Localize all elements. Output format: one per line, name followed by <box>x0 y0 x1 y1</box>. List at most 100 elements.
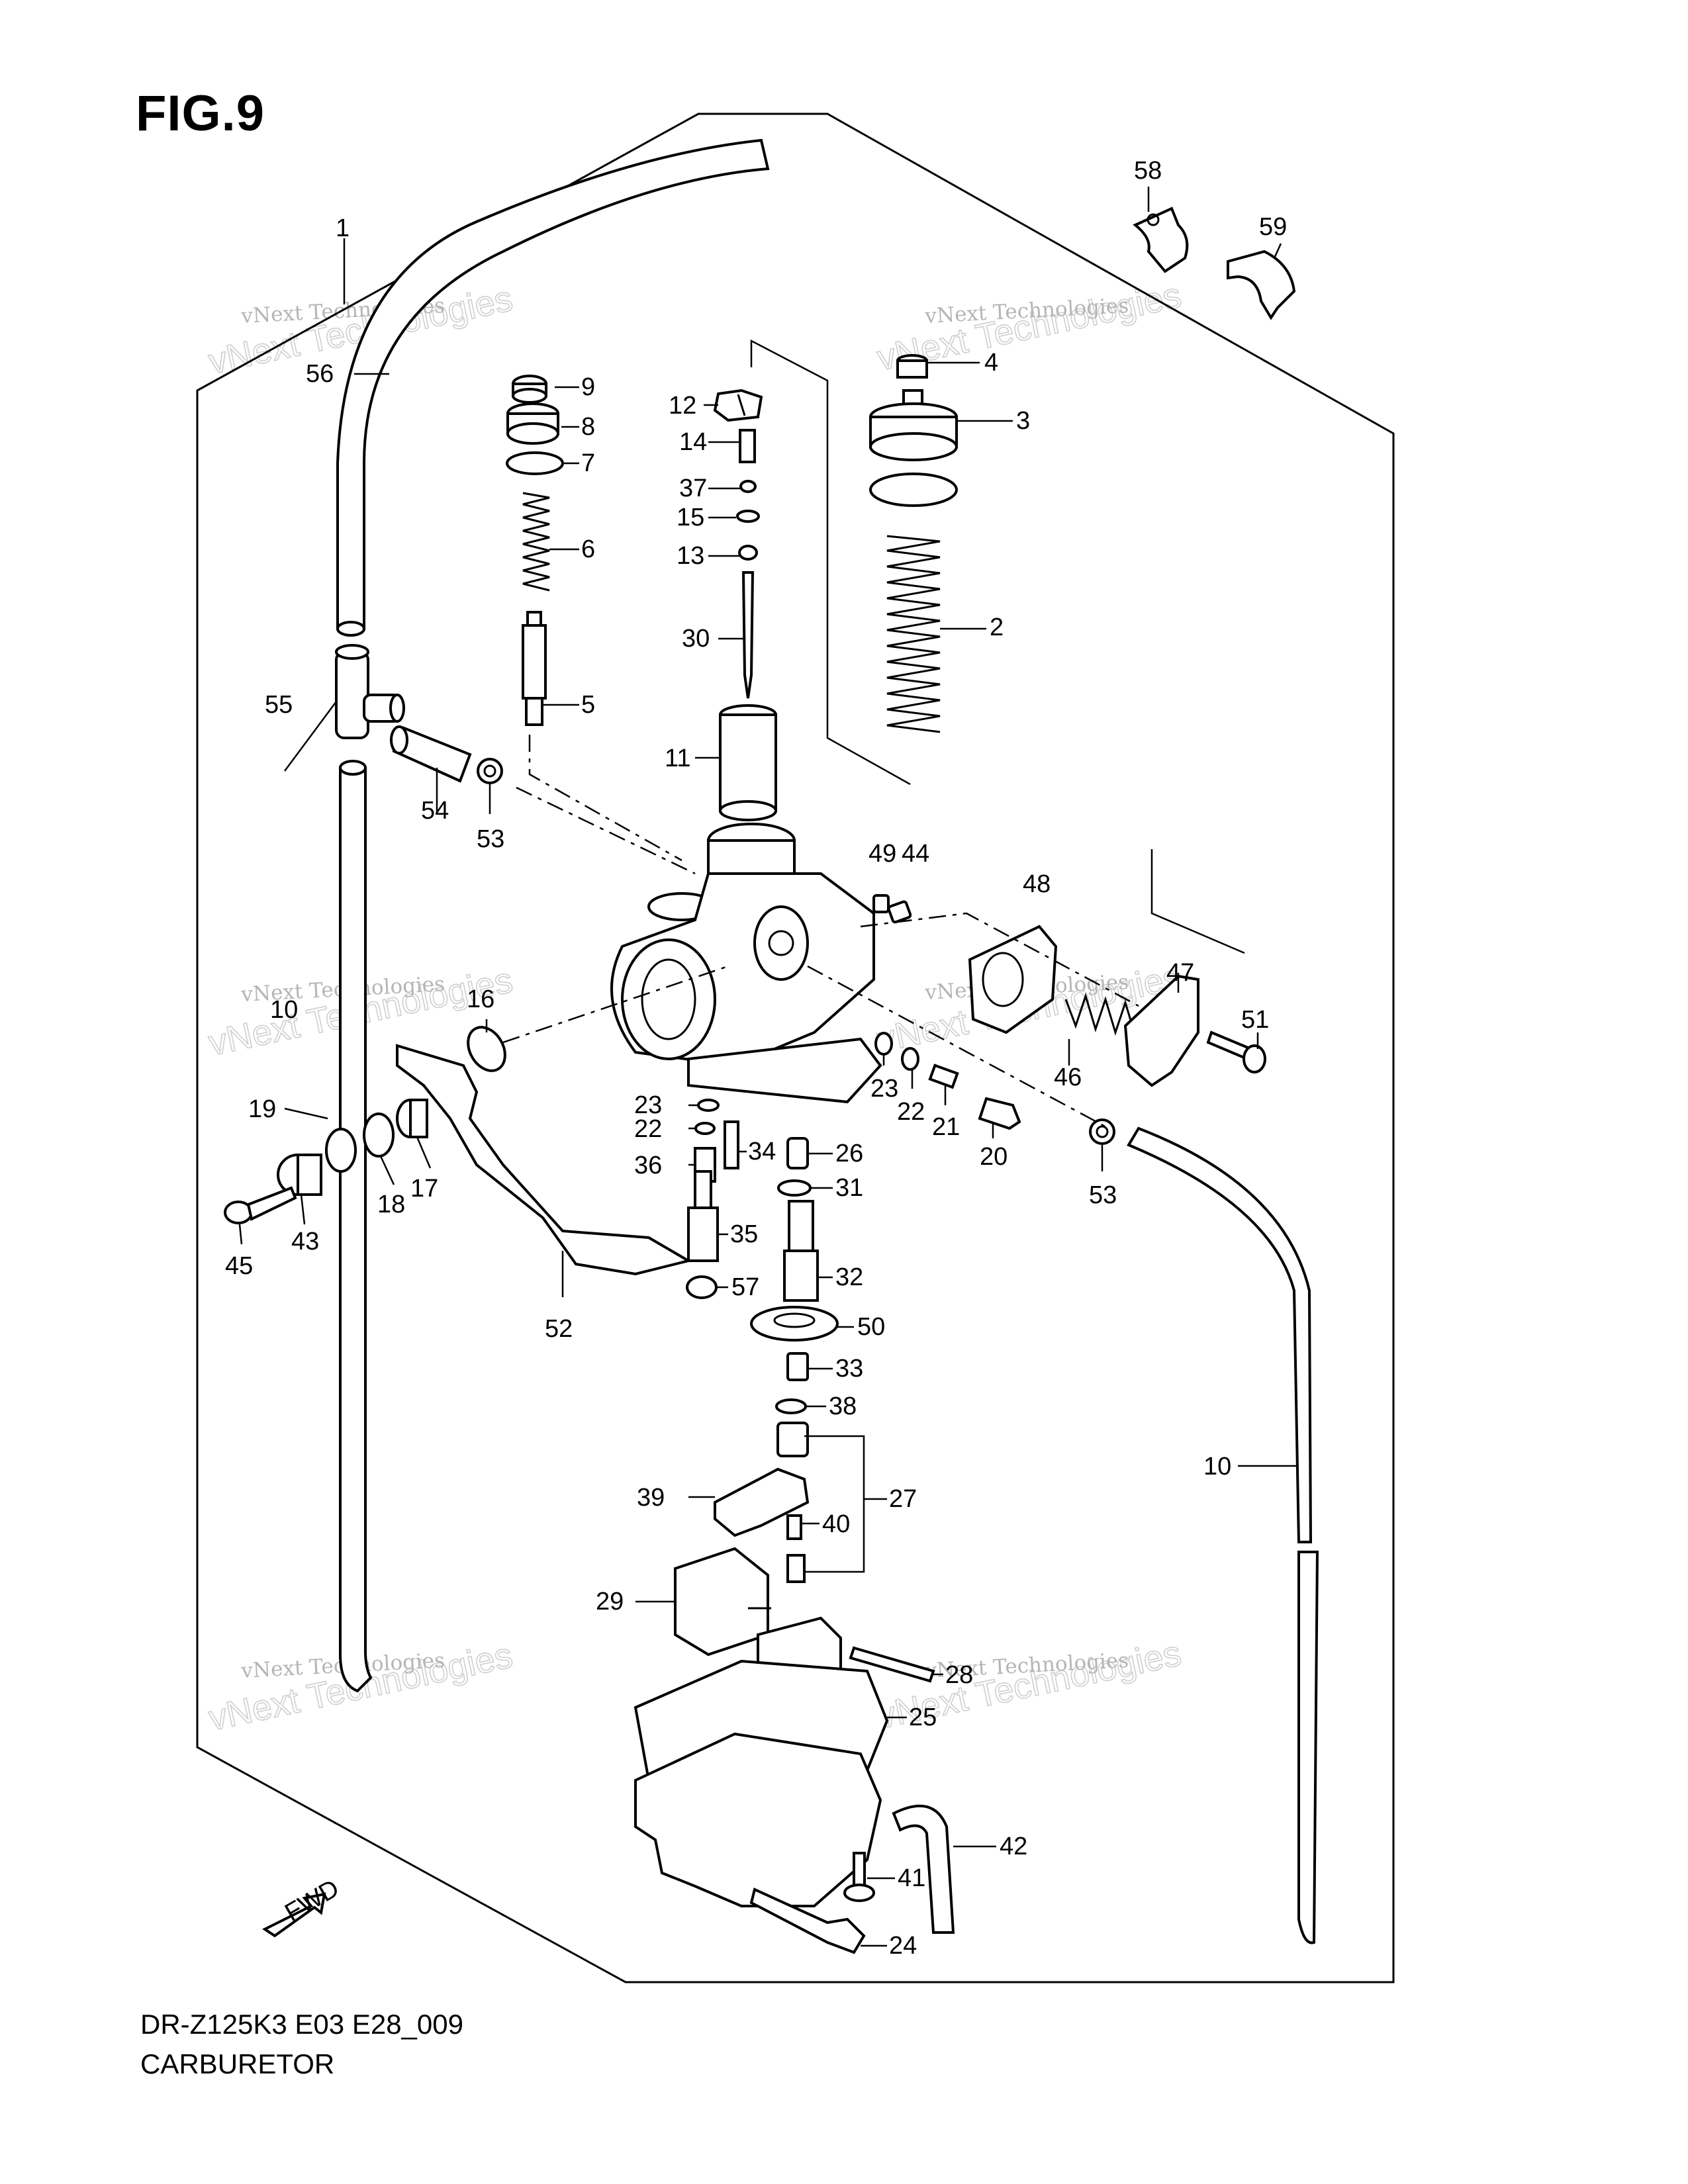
callout-55: 55 <box>265 691 293 719</box>
jet-needle-30 <box>741 571 755 699</box>
fwd-arrow-icon: FWD <box>262 1874 344 1938</box>
callout-10-right: 10 <box>1203 1453 1231 1480</box>
callout-58: 58 <box>1134 157 1162 185</box>
callout-23-left: 23 <box>634 1091 662 1119</box>
main-jet-33 <box>786 1352 809 1381</box>
callout-51: 51 <box>1241 1006 1269 1034</box>
o-ring-23-right <box>874 1032 893 1056</box>
bracket-27 <box>804 1435 865 1573</box>
screw-40 <box>786 1514 802 1540</box>
model-code: DR-Z125K3 E03 E28_009 <box>140 2009 463 2040</box>
callout-29: 29 <box>596 1588 624 1615</box>
o-ring-7 <box>506 451 564 475</box>
callout-6: 6 <box>581 535 595 563</box>
throttle-valve-11 <box>719 704 777 821</box>
pin-28 <box>849 1646 935 1683</box>
callout-16: 16 <box>467 985 494 1013</box>
callout-25: 25 <box>909 1704 937 1731</box>
throttle-stop-17 <box>396 1099 428 1138</box>
choke-nut-8 <box>506 402 559 445</box>
callout-17: 17 <box>410 1175 438 1203</box>
callout-15: 15 <box>677 504 704 531</box>
callout-1: 1 <box>336 214 350 242</box>
callout-2: 2 <box>990 614 1004 641</box>
alignment-line-5 <box>528 735 682 862</box>
clip-15 <box>736 510 760 523</box>
alignment-line-2 <box>502 965 729 1044</box>
needle-holder-12 <box>713 388 763 422</box>
callout-39: 39 <box>637 1484 665 1512</box>
callout-18: 18 <box>377 1191 405 1218</box>
diagram-frame <box>196 113 1395 1983</box>
clamp-59 <box>1227 250 1296 320</box>
short-hose-54 <box>390 725 472 783</box>
callout-57: 57 <box>731 1273 759 1301</box>
callout-31: 31 <box>835 1174 863 1202</box>
callout-14: 14 <box>679 428 707 456</box>
screw-44 <box>887 900 912 924</box>
callout-22-right: 22 <box>897 1098 925 1126</box>
washer-22-left <box>694 1122 716 1135</box>
callout-43: 43 <box>291 1228 319 1255</box>
callout-26: 26 <box>835 1140 863 1167</box>
needle-jet-32 <box>783 1200 819 1302</box>
washer-13 <box>738 545 758 561</box>
clamp-58 <box>1133 206 1189 273</box>
ring-19 <box>325 1128 357 1173</box>
choke-spring-6 <box>522 492 550 592</box>
clip-53-upper <box>477 758 503 784</box>
valve-26 <box>786 1137 809 1169</box>
washer-37 <box>739 480 757 493</box>
cap-43 <box>277 1154 322 1196</box>
float-valve-seat <box>776 1422 809 1457</box>
callout-46: 46 <box>1054 1064 1082 1091</box>
callout-42: 42 <box>1000 1833 1027 1860</box>
vent-hose-10-right <box>1127 1126 1319 1944</box>
callout-20: 20 <box>980 1143 1008 1171</box>
diaphragm-48 <box>968 925 1058 1034</box>
callout-21: 21 <box>932 1113 960 1141</box>
callout-59: 59 <box>1259 213 1287 241</box>
screw-41 <box>843 1852 875 1902</box>
callout-53-upper: 53 <box>477 825 504 853</box>
callout-33: 33 <box>835 1355 863 1383</box>
callout-23-right: 23 <box>870 1075 898 1103</box>
vent-hose-left-long <box>339 760 373 1693</box>
throttle-spring-2 <box>886 535 941 733</box>
callout-50: 50 <box>857 1313 885 1341</box>
bracket-52 <box>396 1044 692 1276</box>
callout-10-left: 10 <box>270 996 298 1024</box>
callout-7: 7 <box>581 449 595 477</box>
alignment-line-3 <box>807 965 1109 1130</box>
choke-plunger-5 <box>522 611 547 726</box>
adjuster-4 <box>896 354 928 379</box>
choke-cap-9 <box>512 375 547 404</box>
carburetor-body <box>610 823 882 1104</box>
screw-45 <box>224 1186 297 1224</box>
alignment-line-1 <box>516 786 696 875</box>
screw-49 <box>872 894 890 913</box>
callout-47: 47 <box>1166 959 1194 987</box>
leader-lines <box>238 187 1297 1947</box>
callout-48: 48 <box>1023 870 1051 898</box>
callout-41: 41 <box>898 1864 925 1892</box>
figure-title: FIG.9 <box>136 85 265 142</box>
callout-27: 27 <box>889 1485 917 1513</box>
spring-21 <box>928 1064 959 1089</box>
callout-30: 30 <box>682 625 710 653</box>
screw-20 <box>978 1097 1021 1130</box>
drain-tube-42 <box>892 1804 955 1934</box>
callout-37: 37 <box>679 475 707 502</box>
callout-22-left: 22 <box>634 1115 662 1143</box>
cover-47 <box>1123 974 1199 1087</box>
callout-8: 8 <box>581 413 595 441</box>
washer-50 <box>750 1306 839 1342</box>
o-ring-23-left <box>697 1099 720 1112</box>
callout-19: 19 <box>248 1095 276 1123</box>
part-name: CARBURETOR <box>140 2048 335 2079</box>
alignment-line-4 <box>860 912 1139 1007</box>
needle-spring-14 <box>739 429 756 463</box>
callout-3: 3 <box>1016 407 1030 435</box>
t-joint-55 <box>335 644 405 739</box>
